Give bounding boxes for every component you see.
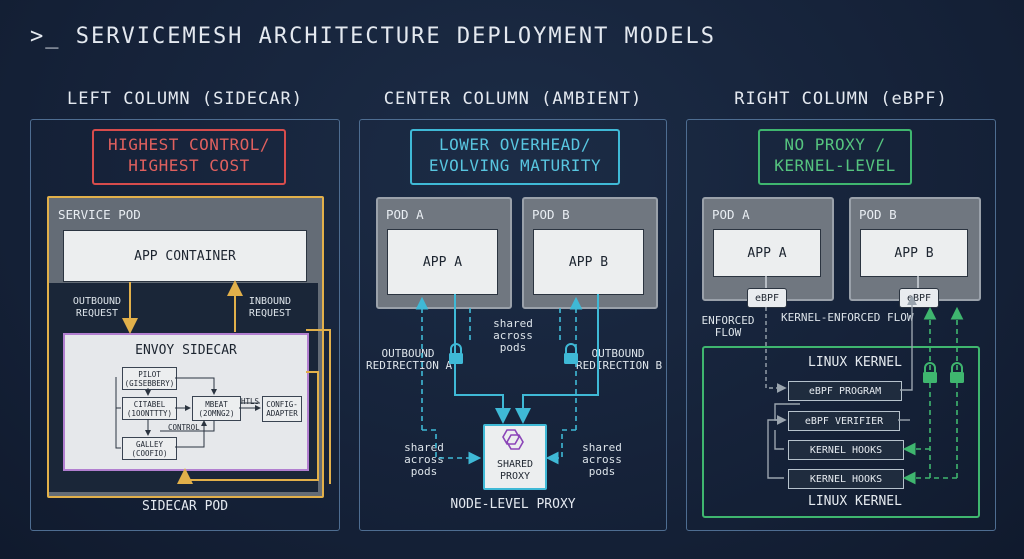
center-pod-a-label: POD A (386, 207, 424, 222)
envoy-sidecar-label: ENVOY SIDECAR (135, 343, 237, 358)
kernel-hooks-box-1: KERNEL HOOKS (788, 440, 904, 460)
center-column-frame (359, 119, 667, 531)
kernel-enforced-flow-label: KERNEL-ENFORCED FLOW (781, 311, 914, 324)
htls-label: HTLS (241, 397, 260, 406)
center-app-b: APP B (533, 229, 644, 295)
ebpf-program-box: eBPF PROGRAM (788, 381, 902, 401)
config-adapter-box: CONFIG-ADAPTER (262, 396, 302, 422)
left-column-frame (30, 119, 340, 531)
citabel-box: CITABEL(1OONTTTY) (122, 397, 177, 420)
pilot-box: PILOT(GISEBBERY) (122, 367, 177, 390)
control-label: CONTROL (168, 423, 200, 432)
linux-kernel-box (702, 346, 980, 518)
outbound-redirection-a-label: OUTBOUND REDIRECTION A (366, 347, 453, 372)
ebpf-tag: NO PROXY / KERNEL-LEVEL (758, 129, 912, 185)
node-level-proxy-label: NODE-LEVEL PROXY (450, 497, 576, 512)
service-pod-label: SERVICE POD (58, 207, 141, 222)
right-column-frame (686, 119, 996, 531)
shared-across-pods-left: shared across pods (404, 441, 444, 478)
ambient-tag: LOWER OVERHEAD/ EVOLVING MATURITY (410, 129, 620, 185)
linux-kernel-bottom-label: LINUX KERNEL (808, 494, 902, 509)
ebpf-badge-b: eBPF (899, 288, 939, 308)
center-column-title: CENTER COLUMN (AMBIENT) (383, 89, 643, 109)
right-column-title: RIGHT COLUMN (eBPF) (734, 89, 948, 109)
galley-box: GALLEY(COOFIO) (122, 437, 177, 460)
sidecar-tag-line2: HIGHEST COST (128, 156, 250, 175)
enforced-flow-label: ENFORCED FLOW (701, 314, 755, 339)
proxy-hexagon-icon (502, 429, 524, 450)
ebpf-tag-line1: NO PROXY / (784, 135, 886, 154)
shared-proxy-label: SHARED PROXY (496, 459, 534, 482)
left-column-title: LEFT COLUMN (SIDECAR) (67, 89, 303, 109)
ambient-tag-line2: EVOLVING MATURITY (428, 156, 602, 175)
sidecar-pod-label: SIDECAR POD (141, 499, 229, 514)
right-app-b: APP B (860, 229, 968, 277)
outbound-redirection-b-label: OUTBOUND REDIRECTION B (576, 347, 663, 372)
mbeat-box: MBEAT(2OMNG2) (192, 396, 241, 421)
ebpf-verifier-box: eBPF VERIFIER (788, 411, 900, 431)
shared-across-pods-right: shared across pods (582, 441, 622, 478)
center-app-a: APP A (387, 229, 498, 295)
shared-across-pods-middle: shared across pods (493, 317, 533, 354)
inbound-request-label: INBOUND REQUEST (248, 296, 292, 319)
sidecar-tag-line1: HIGHEST CONTROL/ (107, 135, 271, 154)
right-pod-a-label: POD A (712, 207, 750, 222)
outbound-request-label: OUTBOUND REQUEST (72, 296, 122, 319)
ebpf-badge-a: eBPF (747, 288, 787, 308)
right-pod-b-label: POD B (859, 207, 897, 222)
center-pod-b-label: POD B (532, 207, 570, 222)
ambient-tag-line1: LOWER OVERHEAD/ (439, 135, 591, 154)
sidecar-tag: HIGHEST CONTROL/ HIGHEST COST (92, 129, 286, 185)
kernel-hooks-box-2: KERNEL HOOKS (788, 469, 904, 489)
page-title: >_ SERVICEMESH ARCHITECTURE DEPLOYMENT M… (30, 24, 717, 49)
right-app-a: APP A (713, 229, 821, 277)
ebpf-tag-line2: KERNEL-LEVEL (774, 156, 896, 175)
linux-kernel-top-label: LINUX KERNEL (808, 355, 902, 370)
app-container: APP CONTAINER (63, 230, 307, 282)
